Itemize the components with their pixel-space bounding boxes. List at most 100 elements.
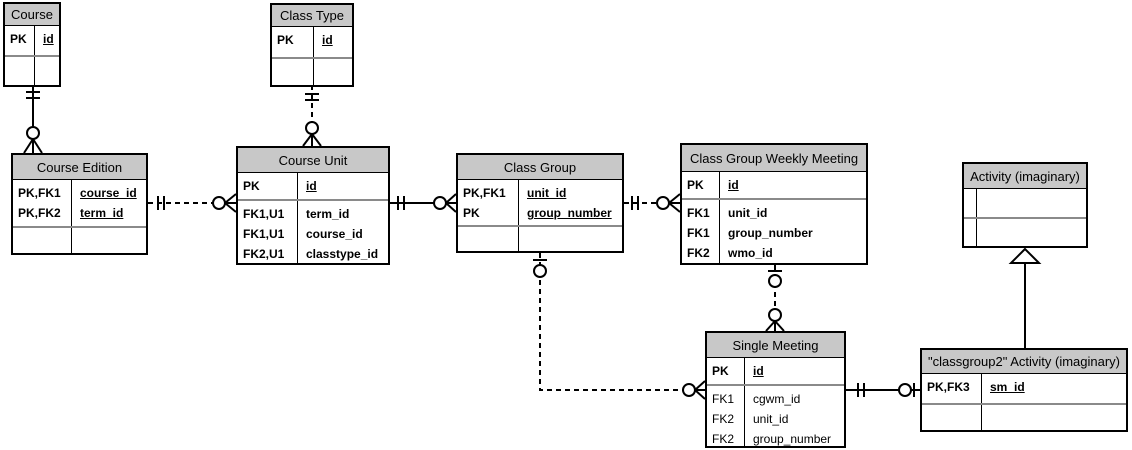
key-label: PK,FK3 xyxy=(927,380,970,394)
rel-classgroup2-inherits-activity xyxy=(1008,247,1042,348)
key-label: FK2 xyxy=(712,412,735,426)
key-label: FK1,U1 xyxy=(243,207,285,221)
one-tick-icon xyxy=(305,93,319,101)
entity-classgroup2-activity: "classgroup2" Activity (imaginary) PK,FK… xyxy=(920,348,1128,432)
key-label: PK,FK1 xyxy=(463,186,506,200)
entity-title: "classgroup2" Activity (imaginary) xyxy=(922,350,1126,374)
one-tick-icon xyxy=(26,91,40,99)
crow-foot-icon xyxy=(694,380,706,400)
key-label: PK xyxy=(463,206,480,220)
attr-name: wmo_id xyxy=(728,246,773,260)
key-label: FK2 xyxy=(712,432,735,446)
key-label: FK1 xyxy=(687,226,710,240)
entity-activity-imaginary: Activity (imaginary) xyxy=(962,162,1088,248)
key-section: PK id xyxy=(238,173,388,199)
key-label: PK,FK1 xyxy=(18,186,61,200)
zero-circle-icon xyxy=(212,196,226,210)
rel-cgwm-to-single-meeting xyxy=(765,265,785,332)
attr-name: term_id xyxy=(306,207,350,221)
crow-foot-icon xyxy=(224,193,237,213)
key-section: PK,FK3 sm_id xyxy=(922,374,1126,403)
zero-circle-icon xyxy=(682,383,696,397)
key-label: FK1 xyxy=(712,392,735,406)
attr-section-empty xyxy=(5,55,59,85)
key-label: PK xyxy=(712,364,729,378)
attr-name: group_number xyxy=(728,226,813,240)
attr-name: course_id xyxy=(80,186,137,200)
attr-name: cgwm_id xyxy=(753,392,801,406)
crow-foot-icon xyxy=(668,193,681,213)
key-label: FK1,U1 xyxy=(243,227,285,241)
entity-course: Course PK id xyxy=(3,2,61,87)
entity-title: Class Type xyxy=(272,5,352,27)
entity-class-type: Class Type PK id xyxy=(270,3,354,87)
crow-foot-icon xyxy=(765,320,785,332)
inheritance-triangle-icon xyxy=(1008,247,1042,264)
attr-section-empty xyxy=(922,403,1126,430)
attr-name: term_id xyxy=(80,206,124,220)
attr-section: FK1 FK2 FK2 cgwm_id unit_id group_number xyxy=(707,384,844,446)
zero-circle-icon xyxy=(433,196,447,210)
attr-name: id xyxy=(728,178,739,192)
entity-single-meeting: Single Meeting PK id FK1 FK2 FK2 cgwm_id… xyxy=(705,331,846,448)
key-section: PK id xyxy=(5,26,59,55)
entity-course-unit: Course Unit PK id FK1,U1 FK1,U1 FK2,U1 t… xyxy=(236,146,390,265)
entity-title: Class Group Weekly Meeting xyxy=(682,145,866,172)
attr-name: sm_id xyxy=(990,380,1025,394)
attr-name: classtype_id xyxy=(306,247,379,261)
one-tick-icon xyxy=(157,196,165,210)
attr-name: group_number xyxy=(527,206,612,220)
attr-name: group_number xyxy=(753,432,832,446)
zero-circle-icon xyxy=(656,196,670,210)
key-section: PK id xyxy=(272,27,352,57)
crow-foot-icon xyxy=(445,193,457,213)
crow-foot-icon xyxy=(302,133,322,147)
one-tick-icon xyxy=(397,196,405,210)
entity-title: Class Group xyxy=(458,155,622,180)
one-tick-icon xyxy=(631,196,639,210)
attr-section-empty xyxy=(13,226,146,253)
key-label: PK,FK2 xyxy=(18,206,61,220)
key-label: PK xyxy=(243,179,260,193)
entity-title: Course Edition xyxy=(13,155,146,180)
entity-title: Course xyxy=(5,4,59,26)
attr-name: unit_id xyxy=(527,186,567,200)
attr-name: unit_id xyxy=(753,412,789,426)
key-label: FK2 xyxy=(687,246,710,260)
attr-name: unit_id xyxy=(728,206,768,220)
rel-course-to-course-edition xyxy=(23,83,43,154)
rel-course-unit-to-class-group xyxy=(390,193,457,213)
attr-name: id xyxy=(306,179,317,193)
zero-circle-icon xyxy=(898,383,912,397)
attr-section-empty xyxy=(272,57,352,85)
key-section: PK,FK1 PK unit_id group_number xyxy=(458,180,622,225)
key-label: FK2,U1 xyxy=(243,247,285,261)
zero-circle-icon xyxy=(26,126,40,140)
attr-name: id xyxy=(322,33,333,47)
zero-circle-icon xyxy=(305,121,319,135)
attr-section-empty xyxy=(458,225,622,251)
key-section: PK id xyxy=(707,358,844,384)
entity-class-group-weekly-meeting: Class Group Weekly Meeting PK id FK1 FK1… xyxy=(680,143,868,265)
attr-section-empty xyxy=(964,217,1086,246)
attr-name: course_id xyxy=(306,227,363,241)
attr-name: id xyxy=(43,32,54,46)
entity-class-group: Class Group PK,FK1 PK unit_id group_numb… xyxy=(456,153,624,253)
crow-foot-icon xyxy=(23,138,43,154)
key-label: FK1 xyxy=(687,206,710,220)
key-label: PK xyxy=(277,33,294,47)
attr-name: id xyxy=(753,364,764,378)
key-section: PK id xyxy=(682,172,866,198)
attr-section: FK1,U1 FK1,U1 FK2,U1 term_id course_id c… xyxy=(238,199,388,263)
rel-class-group-to-single-meeting xyxy=(533,253,706,400)
key-label: PK xyxy=(687,178,704,192)
entity-title: Activity (imaginary) xyxy=(964,164,1086,189)
zero-circle-icon xyxy=(768,308,782,322)
rel-single-meeting-to-classgroup2 xyxy=(846,383,920,397)
rel-class-type-to-course-unit xyxy=(302,85,322,147)
zero-circle-icon xyxy=(768,274,782,288)
key-label: PK xyxy=(10,32,27,46)
entity-course-edition: Course Edition PK,FK1 PK,FK2 course_id t… xyxy=(11,153,148,255)
